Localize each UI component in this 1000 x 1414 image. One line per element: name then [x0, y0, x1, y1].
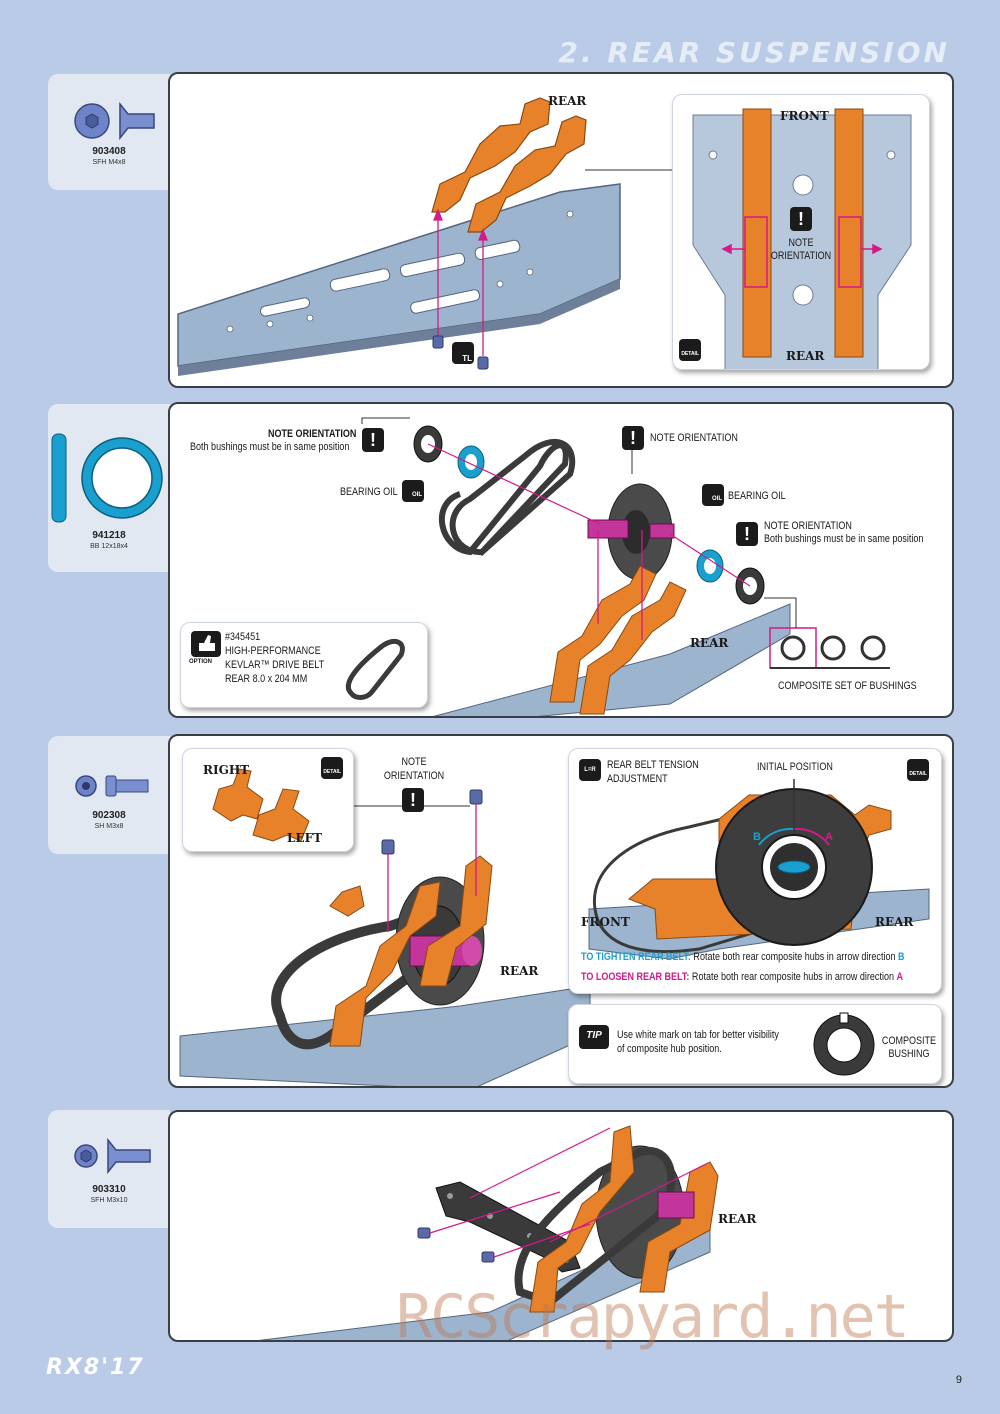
note-warning-icon: !: [790, 207, 812, 231]
option-line-2: KEVLAR™ DRIVE BELT: [225, 659, 325, 671]
diff-belt-assembly-illustration: [361, 417, 890, 716]
part-desc: SFH M3x10: [90, 1197, 128, 1204]
note-warning-icon: !: [736, 522, 758, 546]
page-number: 9: [955, 1374, 962, 1386]
tighten-instruction: TO TIGHTEN REAR BELT: Rotate both rear c…: [581, 951, 905, 964]
tip-callout: TIP Use white mark on tab for better vis…: [568, 1004, 942, 1084]
detail-magnifier-icon: DETAIL: [907, 759, 929, 781]
part-desc: BB 12x18x4: [90, 543, 128, 550]
note-warning-icon: !: [402, 788, 424, 812]
right-label: RIGHT: [203, 763, 250, 777]
option-part-number: #345451: [225, 631, 261, 643]
front-label: FRONT: [581, 915, 630, 929]
ball-bearing-icon: [51, 433, 163, 523]
part-code: 903310: [92, 1184, 126, 1195]
watermark: RCScrapyard.net: [396, 1282, 910, 1352]
rear-brace-assembly-illustration: [258, 1125, 719, 1340]
step-2-panel: ! NOTE ORIENTATION Both bushings must be…: [168, 402, 954, 718]
detail-top-view-illustration: [692, 108, 912, 369]
rear-label: REAR: [718, 1212, 757, 1226]
option-line-3: REAR 8.0 x 204 MM: [225, 673, 308, 685]
tip-icon: TIP: [579, 1025, 609, 1049]
part-code: 902308: [92, 810, 126, 821]
arrow-a-label: A: [825, 831, 833, 843]
screw-sfh-icon: [74, 1137, 151, 1175]
note-orientation-center: NOTE ORIENTATION: [650, 432, 738, 444]
note-line-1: NOTE: [788, 237, 814, 249]
part-desc: SFH M4x8: [92, 159, 126, 166]
part-card-902308: 902308 SH M3x8: [48, 736, 170, 854]
note-warning-icon: !: [622, 426, 644, 450]
detail-magnifier-icon: DETAIL: [679, 339, 701, 361]
note-orientation-text-2: Both bushings must be in same position: [764, 533, 924, 545]
screw-sfh-icon: [74, 101, 155, 141]
tighten-direction: B: [897, 951, 905, 963]
thread-lock-icon: TL: [452, 342, 474, 364]
part-desc: SH M3x8: [94, 823, 124, 830]
option-tag: OPTION: [189, 659, 213, 665]
tip-line-2: of composite hub position.: [617, 1043, 722, 1055]
diff-mount-assembly-illustration: [179, 789, 591, 1086]
note-line-2: ORIENTATION: [383, 770, 445, 782]
tighten-label: TO TIGHTEN REAR BELT:: [581, 951, 691, 963]
part-card-903310: 903310 SFH M3x10: [48, 1110, 170, 1228]
composite-bushing-label-1: COMPOSITE: [881, 1035, 937, 1047]
step-1-panel: REAR TL FRONT REAR ! NOTE ORIENTATION DE…: [168, 72, 954, 388]
note-line-1: NOTE: [401, 756, 427, 768]
bearing-oil-icon: OIL: [402, 480, 424, 502]
rear-label: REAR: [500, 964, 539, 978]
bearing-oil-icon: OIL: [702, 484, 724, 506]
left-label: LEFT: [287, 831, 323, 845]
part-card-903408: 903408 SFH M4x8: [48, 74, 170, 190]
note-orientation-title-2: NOTE ORIENTATION: [764, 520, 852, 532]
composite-bushing-label-2: BUSHING: [888, 1048, 930, 1060]
initial-position-label: INITIAL POSITION: [757, 761, 833, 773]
tension-title-line-2: ADJUSTMENT: [607, 773, 668, 785]
part-code: 903408: [92, 146, 126, 157]
option-callout: OPTION #345451 HIGH-PERFORMANCE KEVLAR™ …: [180, 622, 428, 708]
note-orientation-title: NOTE ORIENTATION: [268, 428, 357, 440]
tension-title-line-1: REAR BELT TENSION: [607, 759, 699, 771]
belt-tension-callout: L=R REAR BELT TENSION ADJUSTMENT INITIAL…: [568, 748, 942, 994]
step-3-panel: RIGHT LEFT DETAIL NOTE ORIENTATION ! REA…: [168, 734, 954, 1088]
part-card-941218: 941218 BB 12x18x4: [48, 404, 170, 572]
rear-suspension-holders-illustration: [177, 97, 673, 376]
loosen-label: TO LOOSEN REAR BELT:: [581, 971, 690, 983]
loosen-direction: A: [896, 971, 904, 983]
screw-sh-icon: [75, 775, 149, 797]
part-code: 941218: [92, 530, 126, 541]
composite-bushing-icon: [813, 1012, 875, 1076]
bearing-oil-label-right: BEARING OIL: [728, 490, 786, 502]
note-line-2: ORIENTATION: [770, 250, 832, 262]
arrow-b-label: B: [753, 831, 761, 843]
tighten-text: Rotate both rear composite hubs in arrow…: [693, 951, 896, 963]
rear-label: REAR: [690, 636, 729, 650]
belt-tension-illustration: [588, 779, 930, 960]
composite-bushings-label: COMPOSITE SET OF BUSHINGS: [778, 680, 917, 692]
note-warning-icon: !: [362, 428, 384, 452]
detail-rear-label: REAR: [786, 349, 825, 363]
brand-logo: RX8'17: [46, 1355, 145, 1380]
detail-magnifier-icon: DETAIL: [321, 757, 343, 779]
step-4-panel: REAR: [168, 1110, 954, 1342]
option-belt-illustration: [345, 638, 405, 700]
tip-line-1: Use white mark on tab for better visibil…: [617, 1029, 779, 1041]
thumbs-up-icon: [191, 631, 221, 657]
loosen-text: Rotate both rear composite hubs in arrow…: [691, 971, 894, 983]
option-line-1: HIGH-PERFORMANCE: [225, 645, 321, 657]
note-orientation-text: Both bushings must be in same position: [190, 441, 350, 453]
detail-front-label: FRONT: [780, 109, 829, 123]
rear-label: REAR: [548, 94, 587, 108]
right-left-callout: RIGHT LEFT DETAIL: [182, 748, 354, 852]
loosen-instruction: TO LOOSEN REAR BELT: Rotate both rear co…: [581, 971, 903, 984]
bearing-oil-label: BEARING OIL: [340, 486, 398, 498]
detail-callout-orientation: FRONT REAR ! NOTE ORIENTATION DETAIL: [672, 94, 930, 370]
rear-label-tension: REAR: [875, 915, 914, 929]
section-title: 2. REAR SUSPENSION: [558, 36, 950, 69]
right-left-holders-illustration: [212, 768, 310, 842]
symmetric-adjust-icon: L=R: [579, 759, 601, 781]
